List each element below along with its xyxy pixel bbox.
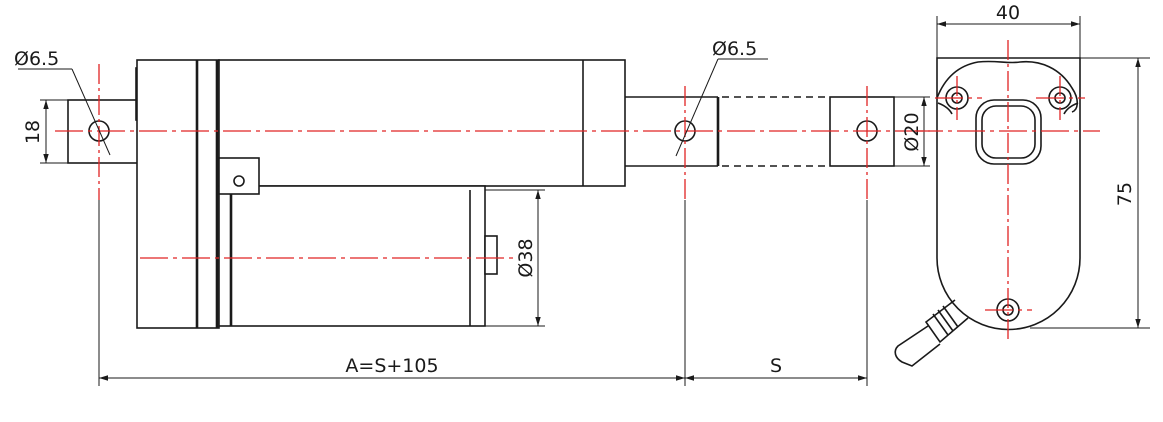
outer-tube [218,59,626,187]
stroke-label: S [770,355,782,377]
motor-diameter-label: Ø38 [515,238,537,277]
motor [218,185,498,327]
centerlines [55,64,930,259]
front-hole-label: Ø6.5 [712,38,757,60]
cable-gland [894,299,969,367]
clevis-height-dimension: 18 [22,99,68,164]
length-dimensions: A=S+105 S [98,200,868,386]
rear-clevis [67,67,149,164]
clevis-height-label: 18 [22,120,44,144]
end-width-label: 40 [996,2,1020,24]
rod-diameter-dimension: Ø20 [894,96,930,167]
rear-hole-callout: Ø6.5 [14,48,111,156]
side-view: Ø6.5 Ø6.5 18 Ø20 Ø38 [14,38,930,386]
rod-diameter-label: Ø20 [901,112,923,151]
motor-mount-tab [218,157,260,195]
end-height-dimension: 75 [1030,57,1150,329]
front-hole-callout: Ø6.5 [675,38,768,157]
end-height-label: 75 [1114,182,1136,206]
retracted-length-label: A=S+105 [345,355,438,377]
motor-diameter-dimension: Ø38 [485,189,545,327]
rear-hole-label: Ø6.5 [14,48,59,70]
gearbox-housing [136,59,220,329]
end-width-dimension: 40 [936,2,1081,58]
end-view: 40 75 [894,2,1150,367]
